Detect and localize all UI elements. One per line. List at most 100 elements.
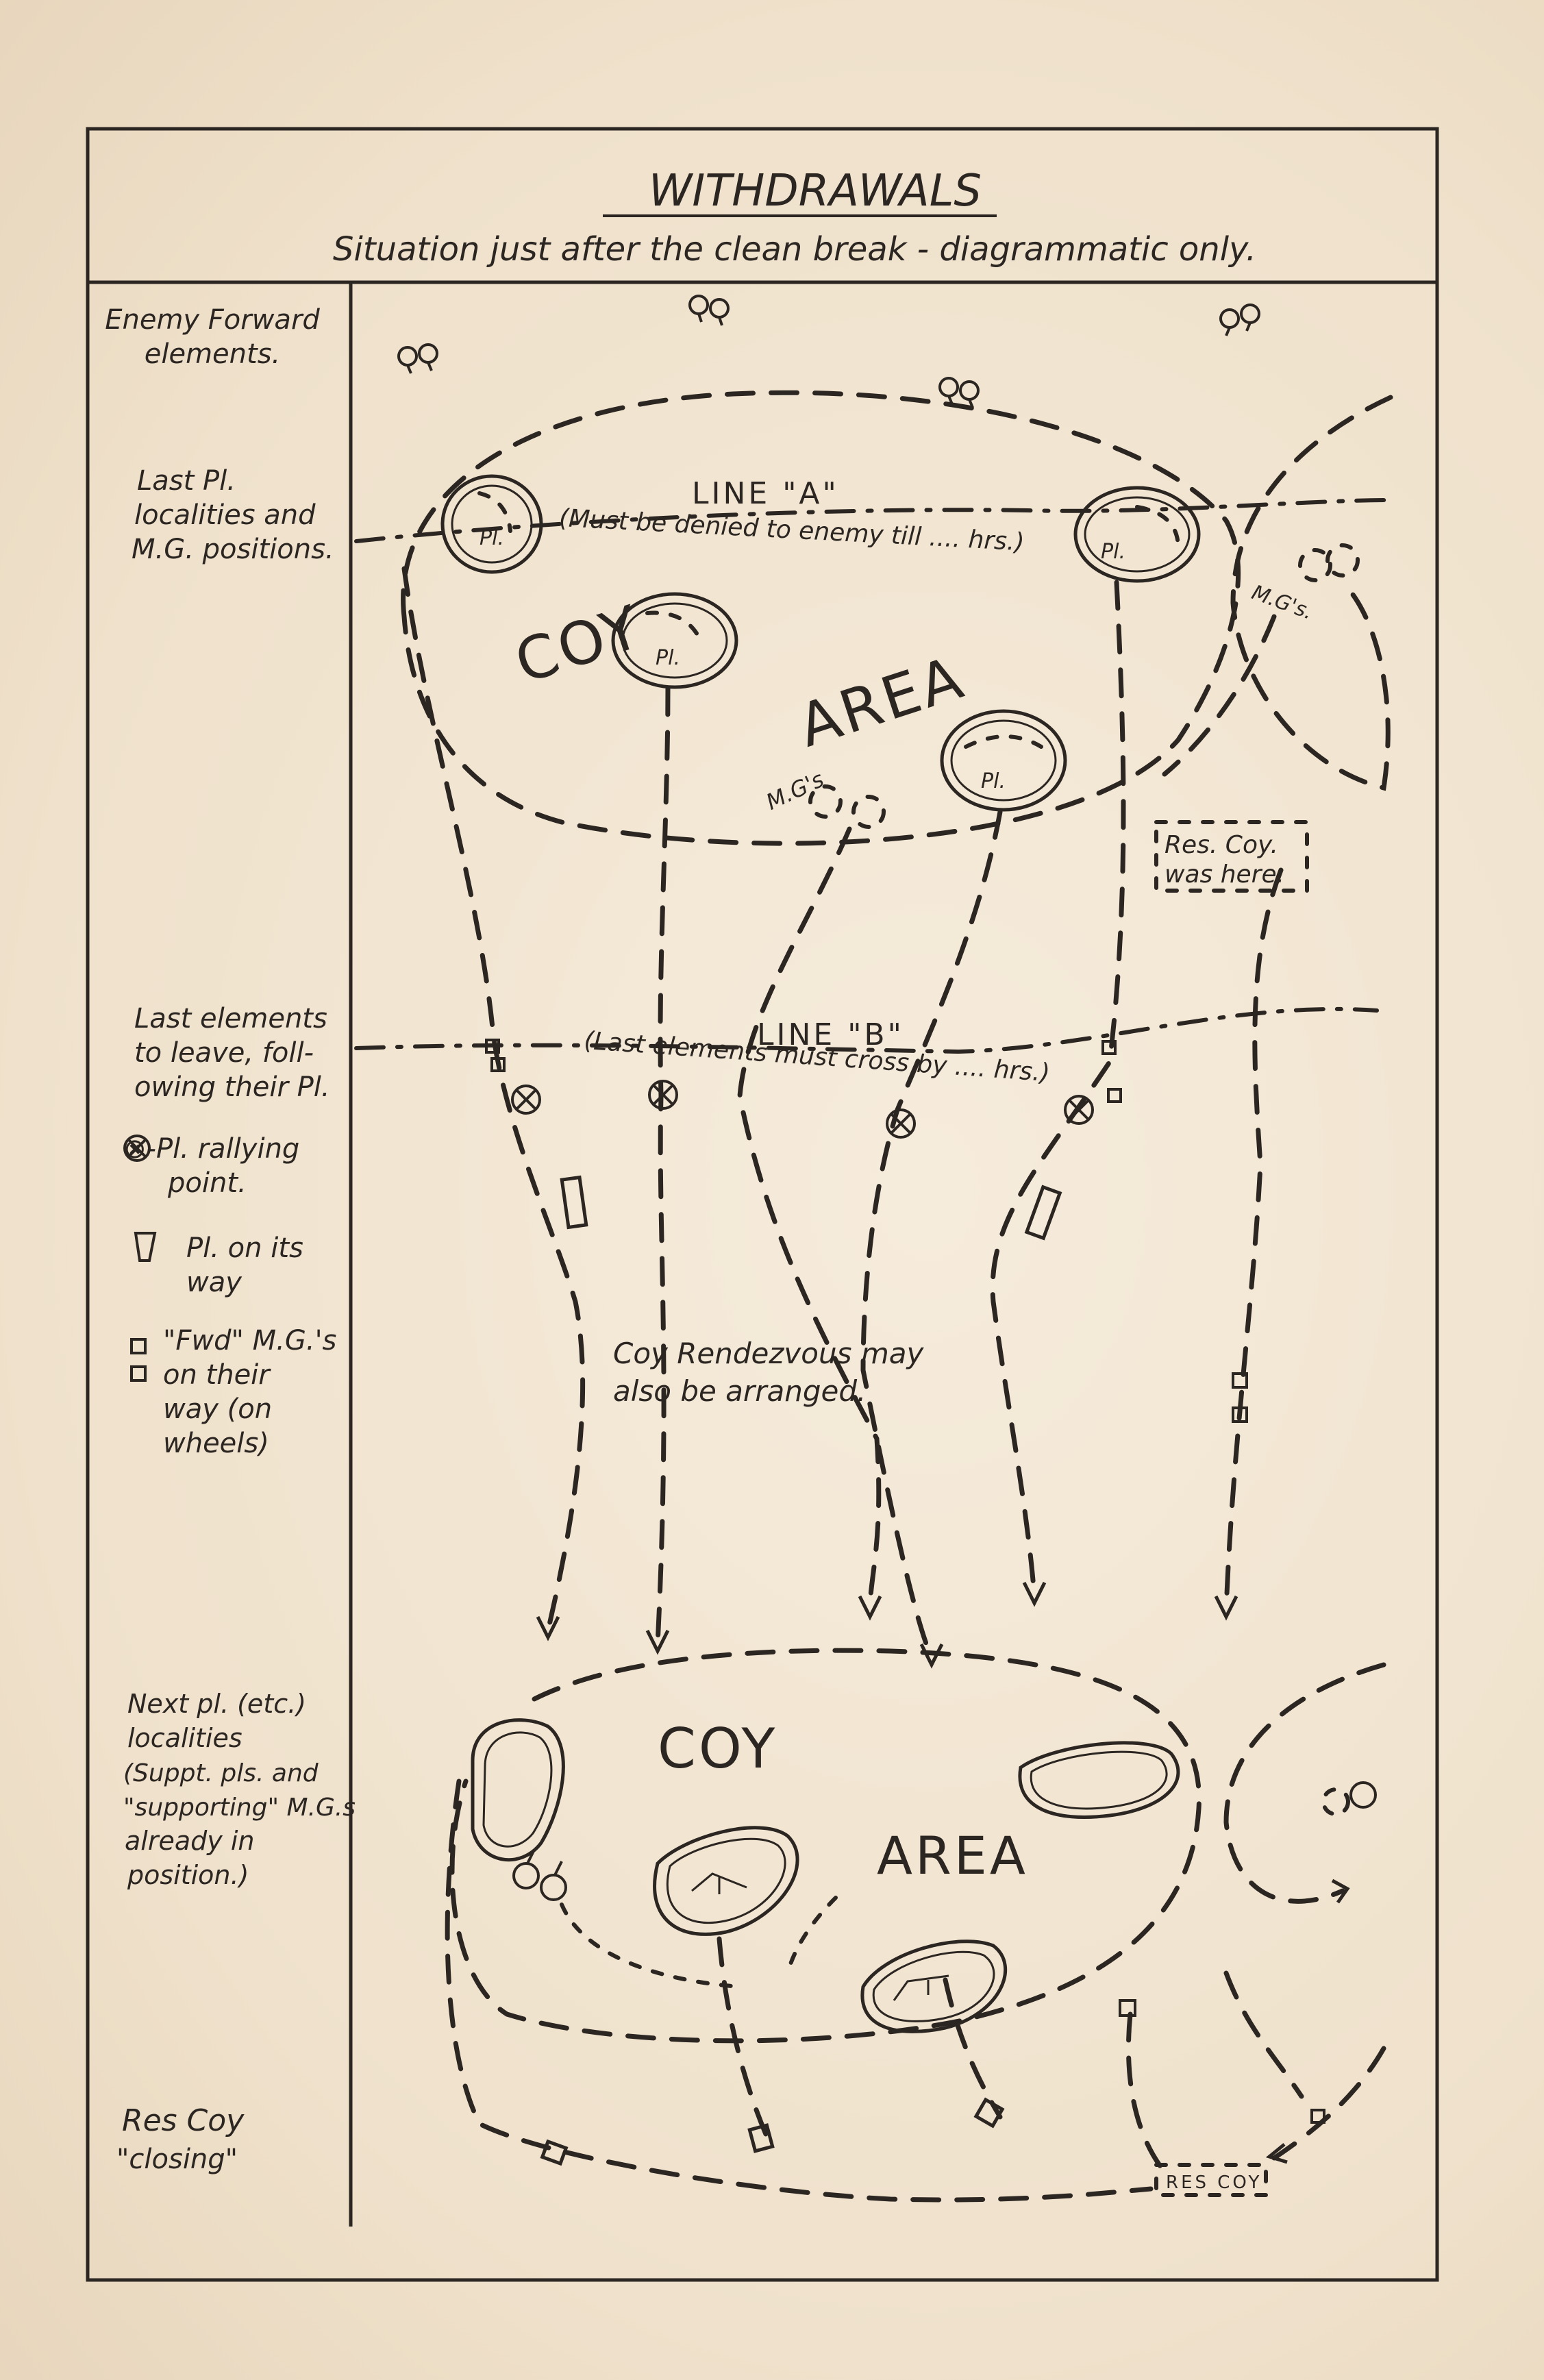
legend-pl-way: Pl. on its way [134, 1232, 303, 1298]
res-coy-small-label: RES COY [1166, 2172, 1262, 2193]
legend-text: "supporting" M.G.s [123, 1794, 356, 1822]
route-far-right [1223, 867, 1284, 1613]
platoon-label: Pl. [981, 769, 1006, 793]
mg-positions-upper: M.G's [762, 766, 886, 829]
platoon-marker-icon [134, 1232, 157, 1262]
rendezvous-note: Coy Rendezvous may [613, 1337, 924, 1370]
enemy-pair-icon [688, 295, 730, 326]
route-right [990, 580, 1126, 1599]
legend-next-pl: Next pl. (etc.) localities (Suppt. pls. … [123, 1689, 356, 1890]
supporting-mgs-lower [512, 1781, 1377, 1901]
lower-rear-route [445, 1778, 1154, 2203]
mg-position-icon [1298, 548, 1332, 582]
lower-coy-label: COY [658, 1717, 777, 1781]
lower-right-route [1223, 1970, 1304, 2099]
legend-text: wheels) [163, 1428, 269, 1459]
fwd-mgs-on-wheels [485, 1039, 1325, 2124]
arrow-down-icon [1022, 1581, 1047, 1607]
rallying-points [511, 1080, 1094, 1139]
mg-wheels-icon [1232, 1372, 1248, 1423]
arrow-down-icon [858, 1595, 882, 1621]
res-coy-box-line: Res. Coy. [1165, 831, 1278, 859]
res-coy-closing-route [1271, 2046, 1386, 2161]
legend-text: localities and [134, 499, 316, 531]
lower-route-right [1125, 2011, 1167, 2174]
platoon-locality-lower-mid [653, 1826, 799, 1936]
platoons-on-way [540, 1175, 1062, 2166]
legend-text: Pl. on its [186, 1232, 303, 1264]
res-coy-box-line: was here. [1165, 860, 1284, 889]
legend-text: owing their Pl. [134, 1071, 330, 1103]
legend-text: already in [125, 1826, 254, 1856]
upper-coy-label: COY [508, 593, 651, 697]
platoon-label: Pl. [1101, 540, 1125, 564]
legend-text: on their [163, 1359, 271, 1391]
mg-label: M.G's. [1249, 580, 1317, 624]
rallying-point-icon [511, 1084, 541, 1115]
arrow-down-icon [645, 1629, 670, 1655]
line-a-label: LINE "A" [692, 476, 839, 511]
arrow-down-icon [1214, 1595, 1238, 1621]
legend-text: "Fwd" M.G.'s [163, 1325, 336, 1356]
mg-wheels-icon [1119, 1999, 1136, 2017]
mg-position-icon [1321, 1781, 1377, 1816]
res-coy-was-here: Res. Coy. was here. [1154, 820, 1309, 893]
lower-right-reserve-curve [1223, 1662, 1386, 1904]
platoon-marker-icon [747, 2123, 775, 2153]
platoon-locality-upper-left: Pl. [440, 474, 543, 574]
legend-last-elements: Last elements to leave, foll- owing thei… [134, 1003, 330, 1103]
arrow-icon [1265, 2143, 1288, 2164]
mg-positions-right: M.G's. [1249, 543, 1360, 625]
legend-text: position.) [127, 1860, 249, 1890]
enemy-pair-icon [397, 343, 438, 374]
platoon-marker-icon [560, 1175, 588, 1230]
legend-text: ⊗-Pl. rallying [123, 1133, 299, 1165]
arrow-down-icon [536, 1615, 560, 1641]
platoon-locality-lower-bottom [860, 1939, 1007, 2033]
legend-text: (Suppt. pls. and [123, 1759, 319, 1787]
lower-route-mid [943, 1977, 1003, 2120]
legend-text: M.G. positions. [132, 534, 334, 565]
enemy-pair-icon [1219, 303, 1260, 336]
legend-text: Enemy Forward [105, 304, 320, 336]
mg-position-icon [1325, 543, 1360, 578]
legend-text: localities [127, 1723, 242, 1753]
arrow-icon [1331, 1879, 1350, 1904]
legend-rallying: ⊗-Pl. rallying point. [123, 1133, 299, 1199]
legend-text: elements. [145, 338, 281, 370]
enemy-forward-elements [397, 295, 1260, 408]
mg-fire-line [560, 1902, 742, 1989]
rallying-point-icon [648, 1080, 678, 1110]
platoon-marker-icon [1024, 1185, 1062, 1241]
platoon-locality-upper-lower: Pl. [940, 709, 1067, 812]
right-flank-dash [1162, 614, 1277, 777]
mg-label: M.G's [762, 766, 828, 815]
upper-coy-area-boundary [401, 390, 1241, 846]
withdrawal-routes [401, 566, 1284, 1661]
lower-area-label: AREA [877, 1825, 1028, 1886]
mg-wheels-icon [485, 1039, 506, 1072]
legend-text: Next pl. (etc.) [127, 1689, 306, 1719]
platoon-locality-lower-right [1018, 1741, 1180, 1819]
lower-coy-area-boundary [449, 1648, 1201, 2044]
legend-text: Last elements [134, 1003, 327, 1034]
rallying-point-icon [1064, 1095, 1094, 1125]
mg-wheels-icon [130, 1338, 147, 1354]
platoon-label: Pl. [656, 646, 680, 670]
line-b-label: LINE "B" [757, 1017, 904, 1052]
line-b [354, 1006, 1379, 1054]
mg-wheels-icon [1101, 1040, 1122, 1103]
route-mid-left [655, 686, 671, 1647]
legend-text: way [186, 1267, 242, 1298]
route-mid [737, 826, 882, 1613]
page-title: WITHDRAWALS [649, 166, 982, 216]
platoon-locality-upper-right: Pl. [1073, 486, 1201, 583]
mg-position-icon [512, 1849, 567, 1901]
legend-text: Last Pl. [137, 465, 236, 497]
right-flank-boundary [1230, 395, 1393, 791]
mg-position-icon [851, 795, 886, 829]
line-a [354, 498, 1393, 543]
platoon-label: Pl. [480, 526, 504, 550]
legend-text: Res Coy [122, 2103, 245, 2138]
